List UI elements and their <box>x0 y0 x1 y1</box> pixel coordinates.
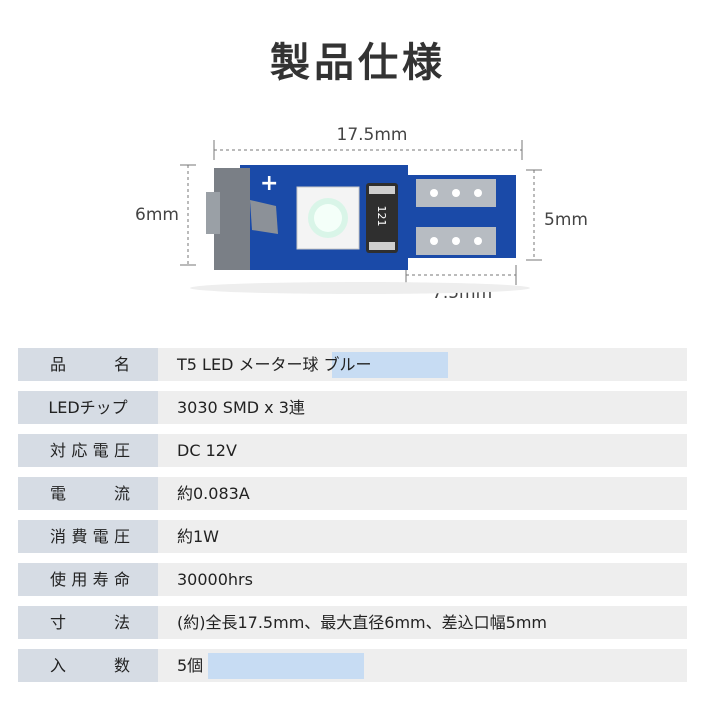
spec-value: T5 LED メーター球 ブルー <box>177 355 372 374</box>
spec-label: 寸 法 <box>18 606 158 639</box>
spec-row-name: 品 名 T5 LED メーター球 ブルー <box>18 348 687 381</box>
highlight <box>332 352 448 378</box>
spec-label: 対応電圧 <box>18 434 158 467</box>
spec-value: 5個 <box>177 656 204 675</box>
spec-row-dimensions: 寸 法 (約)全長17.5mm、最大直径6mm、差込口幅5mm <box>18 606 687 639</box>
page-title: 製品仕様 <box>270 40 446 86</box>
resistor-code: 121 <box>375 206 388 227</box>
spec-label: 消費電圧 <box>18 520 158 553</box>
spec-row-led-chip: LEDチップ 3030 SMD x 3連 <box>18 391 687 424</box>
spec-row-voltage: 対応電圧 DC 12V <box>18 434 687 467</box>
spec-label: 使用寿命 <box>18 563 158 596</box>
spec-label: 電 流 <box>18 477 158 510</box>
spec-label: LEDチップ <box>18 391 158 424</box>
shadow <box>190 282 530 294</box>
spec-label: 入 数 <box>18 649 158 682</box>
highlight <box>208 653 364 679</box>
clip-bend <box>250 200 278 234</box>
plus-mark: + <box>260 171 278 196</box>
spec-value: 約0.083A <box>177 484 250 503</box>
spec-row-power: 消費電圧 約1W <box>18 520 687 553</box>
spec-value: 約1W <box>177 527 220 546</box>
resistor <box>366 183 398 253</box>
length-label: 17.5mm <box>337 125 408 145</box>
height-label: 6mm <box>135 205 179 225</box>
spec-row-current: 電 流 約0.083A <box>18 477 687 510</box>
spec-label: 品 名 <box>18 348 158 381</box>
spec-value: (約)全長17.5mm、最大直径6mm、差込口幅5mm <box>177 613 547 632</box>
led-bulb-diagram: 17.5mm 6mm 5mm 7.5mm + 121 <box>135 125 588 303</box>
spec-value: 3030 SMD x 3連 <box>177 398 305 417</box>
base-width-label: 5mm <box>544 210 588 230</box>
spec-value: DC 12V <box>177 441 237 460</box>
spec-value: 30000hrs <box>177 570 253 589</box>
spec-table: 品 名 T5 LED メーター球 ブルー LEDチップ 3030 SMD x 3… <box>18 348 687 692</box>
spec-row-lifespan: 使用寿命 30000hrs <box>18 563 687 596</box>
spec-row-quantity: 入 数 5個 <box>18 649 687 682</box>
